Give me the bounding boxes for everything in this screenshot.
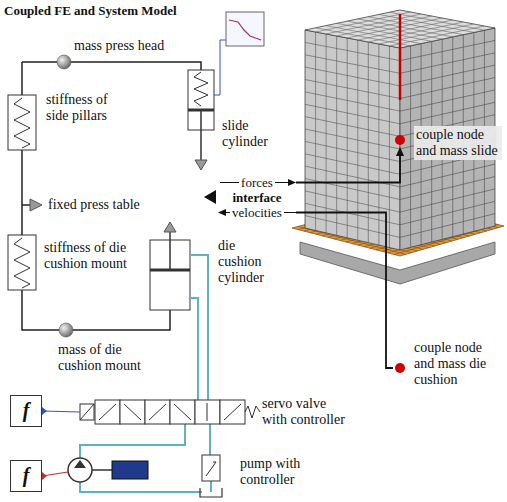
tank-symbol <box>200 488 222 497</box>
part-label: couple node and mass die cushion <box>414 340 498 388</box>
interface-arrow <box>204 190 216 204</box>
piston-rod <box>169 232 171 270</box>
arrow-head <box>218 209 226 216</box>
valve-arrows <box>99 403 241 421</box>
block-symbol: f <box>23 464 30 486</box>
connector-symbol <box>195 160 207 170</box>
frame-line <box>22 62 170 330</box>
spring-symbol <box>14 238 30 288</box>
shaft <box>92 469 112 471</box>
frame-line <box>22 62 201 70</box>
coupling-wire <box>296 154 400 183</box>
signal-label: forces <box>239 175 275 190</box>
piston-rod <box>200 110 202 160</box>
signal-wire <box>214 40 226 95</box>
function-block: f <box>10 395 42 427</box>
part-label: slide cylinder <box>222 118 280 150</box>
graph-icon <box>226 12 264 46</box>
connector-symbol <box>164 222 176 232</box>
spring-symbol <box>14 98 30 148</box>
part-label: stiffness of die cushion mount <box>44 240 144 272</box>
frame-line <box>22 204 30 206</box>
hydraulic-line <box>190 255 208 400</box>
part-label: couple node and mass slide <box>414 126 502 160</box>
part-label: pump with controller <box>240 456 330 488</box>
punch-line <box>399 14 402 100</box>
interface-row: interface <box>218 190 296 205</box>
mass-sphere <box>57 55 71 69</box>
arrow-head <box>396 147 404 156</box>
part-label: mass press head <box>74 38 164 54</box>
coupling-wire <box>296 213 393 369</box>
hydraulic-line <box>80 424 211 492</box>
solenoid <box>80 404 94 420</box>
interface-row: forces <box>218 175 296 190</box>
fixed-table-symbol <box>30 199 42 211</box>
relief-valve <box>202 455 220 481</box>
pump-symbol <box>68 458 92 482</box>
diagram-title: Coupled FE and System Model <box>4 3 177 19</box>
interface-title: interface <box>230 190 283 205</box>
pump-symbol <box>74 460 86 468</box>
part-label: die cushion cylinder <box>218 238 276 286</box>
spring-block <box>8 95 36 150</box>
spring-block <box>8 235 36 290</box>
part-label: servo valve with controller <box>262 396 354 428</box>
part-label: stiffness of side pillars <box>46 92 126 124</box>
relief-valve <box>206 462 216 476</box>
block-symbol: f <box>23 399 30 421</box>
couple-node-cushion <box>395 363 405 373</box>
mass-sphere <box>59 323 73 337</box>
arrow-head <box>288 179 296 186</box>
interface-row: velocities <box>218 205 296 220</box>
interface-box: forcesinterfacevelocities <box>218 175 296 221</box>
signal-label: velocities <box>230 205 284 220</box>
port-symbol <box>42 407 47 415</box>
solenoid <box>80 404 94 420</box>
signal-wire <box>42 411 80 412</box>
part-label: mass of die cushion mount <box>58 342 150 374</box>
motor-symbol <box>112 461 148 479</box>
function-block: f <box>10 460 42 492</box>
couple-node-slide <box>395 135 405 145</box>
spring-symbol <box>245 406 260 418</box>
spring-symbol <box>194 72 208 106</box>
part-label: fixed press table <box>48 197 140 213</box>
port-symbol <box>42 472 47 480</box>
graph-curve <box>229 20 261 40</box>
